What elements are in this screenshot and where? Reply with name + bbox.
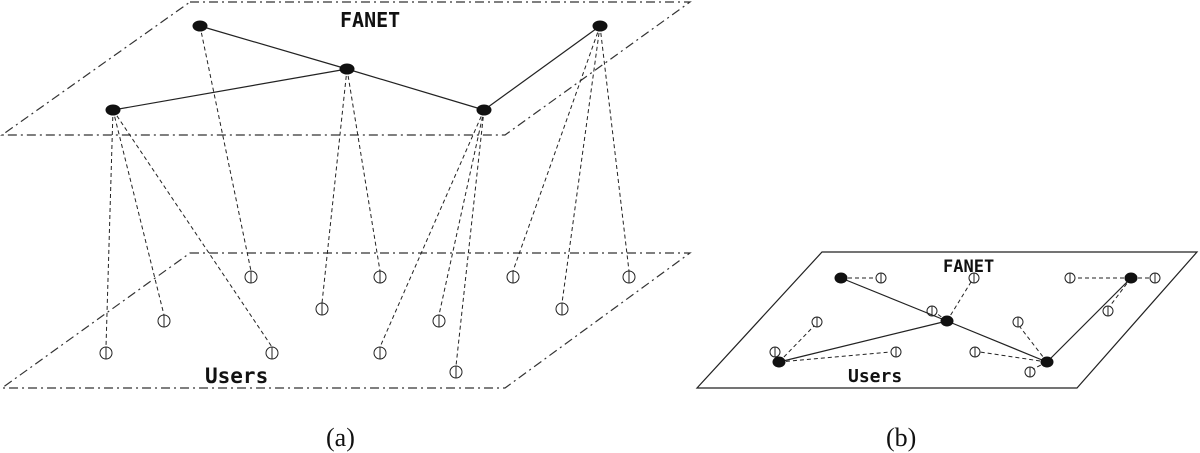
uav-node [592,20,608,32]
panel-b: FANET Users (b) [695,251,1199,452]
user-node [1149,272,1161,284]
uav-node [834,272,848,284]
user-node [1064,272,1076,284]
user-node [157,314,171,328]
user-node [373,270,387,284]
user-node [449,365,463,379]
user-node [99,346,113,360]
access-links-b [774,277,1150,370]
user-node [265,346,279,360]
users-label-b: Users [848,366,902,387]
uav-group-a [105,20,608,116]
user-node [968,272,980,284]
fanet-links-b [778,277,1132,363]
fanet-links-a [112,25,601,111]
uav-node [192,20,208,32]
uav-node [1124,272,1138,284]
fanet-label-b: FANET [943,257,994,277]
user-node [890,346,902,358]
panel-a: FANET Users (a) [0,1,692,452]
fanet-plane-a [0,1,692,136]
user-node [1102,305,1114,317]
user-node [969,346,981,358]
user-node [432,314,446,328]
fanet-label-a: FANET [340,8,400,32]
user-node [622,270,636,284]
user-node [244,270,258,284]
uav-node [476,104,492,116]
user-node [769,346,781,358]
users-group-b [769,272,1161,378]
user-node [1012,316,1024,328]
uav-node [940,315,954,327]
uav-node [772,356,786,368]
user-node [315,302,329,316]
user-node [555,302,569,316]
user-node [373,346,387,360]
access-links-a [105,25,630,367]
caption-a: (a) [326,423,355,452]
uav-node [1040,356,1054,368]
user-node [811,316,823,328]
uav-node [105,104,121,116]
user-node [506,270,520,284]
uav-node [339,63,355,75]
users-plane-a [0,252,692,389]
caption-b: (b) [886,423,916,452]
users-group-a [99,270,636,379]
uav-group-b [772,272,1138,368]
users-label-a: Users [205,364,268,388]
plane-b [695,251,1199,389]
user-node [1024,366,1036,378]
user-node [875,272,887,284]
